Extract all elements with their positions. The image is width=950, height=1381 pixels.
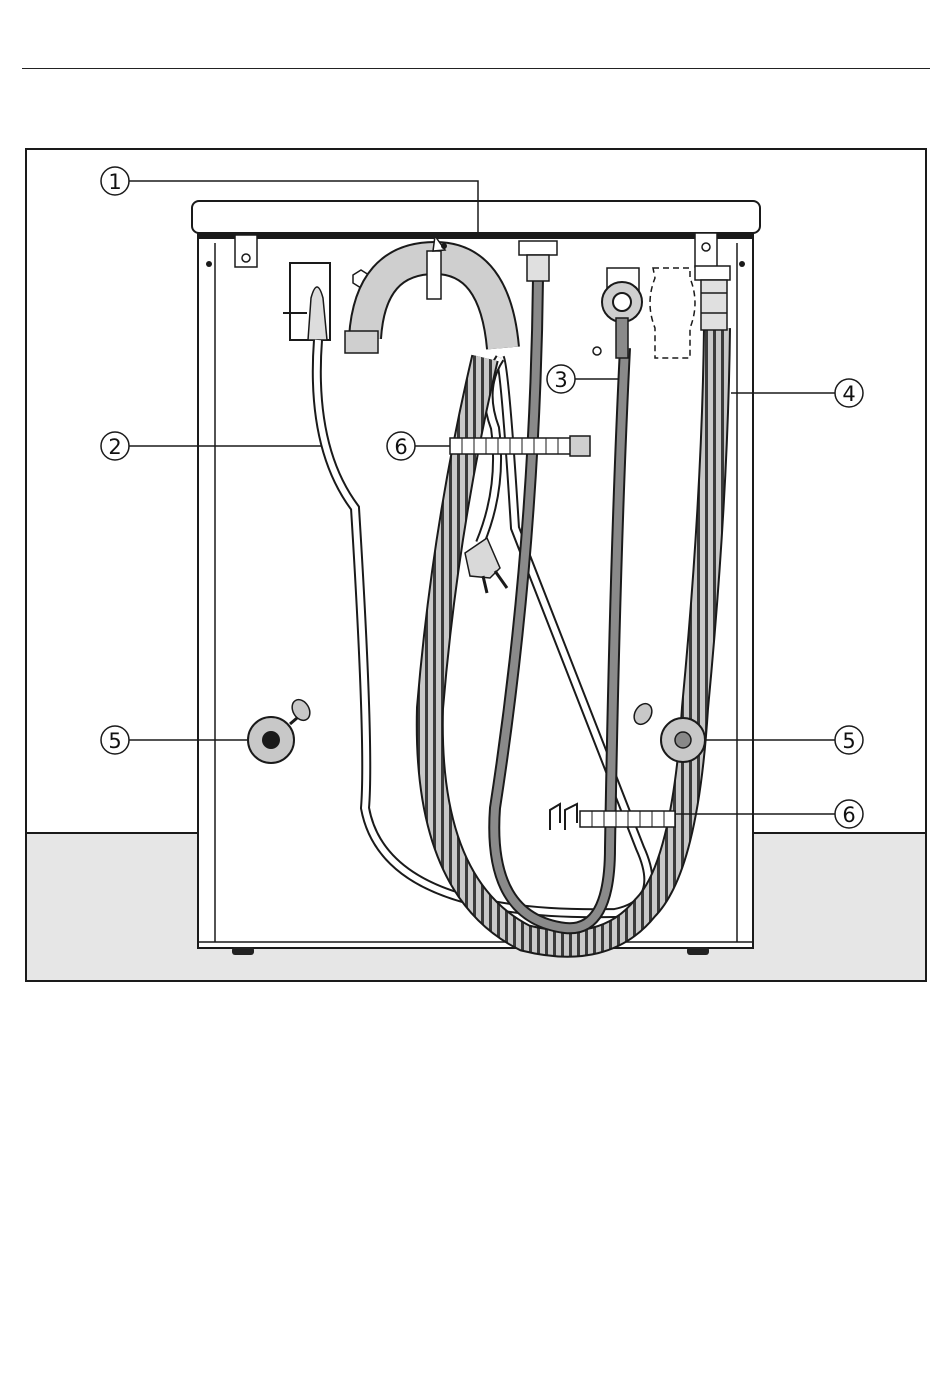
screw-icon xyxy=(739,261,745,267)
header-rule xyxy=(22,68,930,69)
svg-text:4: 4 xyxy=(842,382,855,406)
callout-1: 1 xyxy=(101,167,129,195)
callout-6-lower: 6 xyxy=(835,800,863,828)
worktop-underside xyxy=(198,232,753,239)
hose-clamp-upper xyxy=(450,438,588,454)
svg-text:5: 5 xyxy=(108,729,121,753)
hose-connector xyxy=(527,255,549,281)
svg-text:2: 2 xyxy=(108,435,121,459)
callout-3: 3 xyxy=(547,365,575,393)
dishwasher-rear-view-figure: 1 2 3 4 5 5 6 6 xyxy=(25,148,927,982)
svg-text:5: 5 xyxy=(842,729,855,753)
screw-icon xyxy=(206,261,212,267)
screw-icon xyxy=(441,243,447,249)
elbow-strap xyxy=(427,251,441,299)
svg-text:3: 3 xyxy=(554,368,567,392)
callout-6-upper: 6 xyxy=(387,432,415,460)
callout-5-right: 5 xyxy=(835,726,863,754)
worktop xyxy=(192,201,760,233)
valve-stem xyxy=(616,318,628,358)
drain-elbow-end xyxy=(345,331,378,353)
foot-left xyxy=(232,947,254,955)
callout-5-left: 5 xyxy=(101,726,129,754)
valve-lug xyxy=(593,347,601,355)
bracket-right xyxy=(695,233,717,267)
hose-fitting xyxy=(701,280,727,330)
fitting-nut xyxy=(695,266,730,280)
levelling-knob-center xyxy=(262,731,280,749)
callout-2: 2 xyxy=(101,432,129,460)
foot-right xyxy=(687,947,709,955)
valve-center xyxy=(613,293,631,311)
svg-text:6: 6 xyxy=(842,803,855,827)
levelling-knob-center xyxy=(675,732,691,748)
clamp-buckle xyxy=(570,436,590,456)
svg-text:1: 1 xyxy=(108,170,121,194)
callout-4: 4 xyxy=(835,379,863,407)
figure-svg: 1 2 3 4 5 5 6 6 xyxy=(25,148,927,982)
hose-nut xyxy=(519,241,557,255)
svg-text:6: 6 xyxy=(394,435,407,459)
